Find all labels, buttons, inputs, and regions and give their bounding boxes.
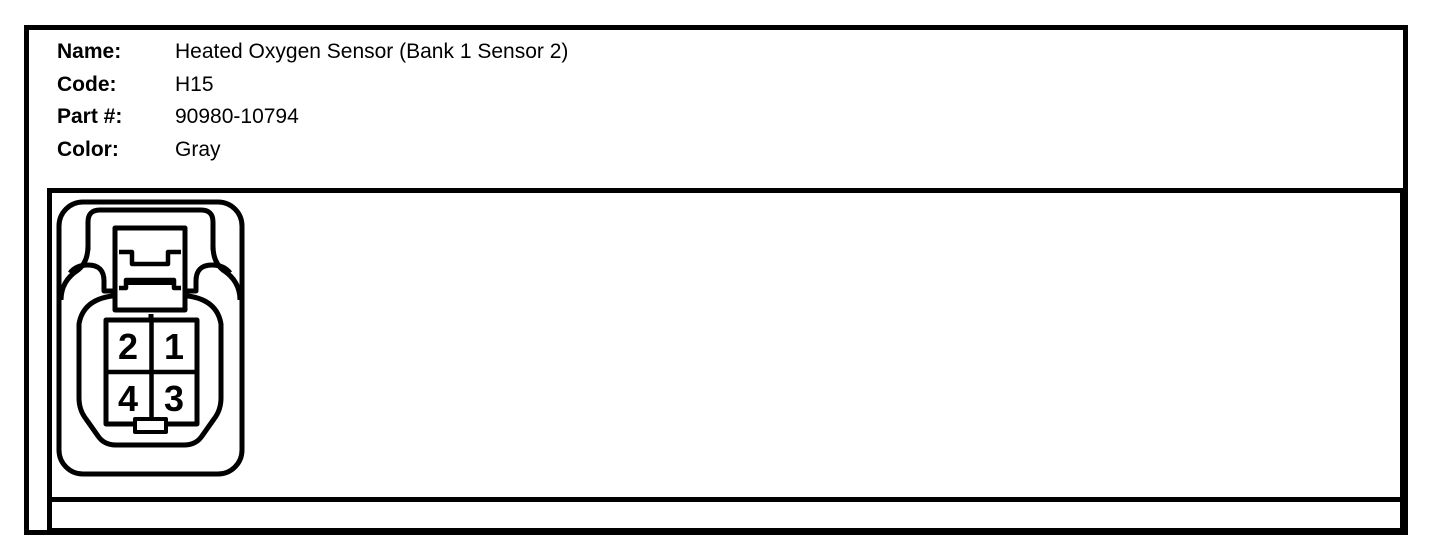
pin-3-label: 3: [164, 378, 184, 419]
name-value: Heated Oxygen Sensor (Bank 1 Sensor 2): [175, 40, 569, 63]
inner-shell-outline: [76, 293, 224, 448]
left-flare-outline: [58, 245, 91, 301]
latch-outline: [112, 225, 188, 313]
field-row-code: Code: H15: [57, 69, 568, 102]
field-row-color: Color: Gray: [57, 134, 568, 167]
latch-upper-notch: [119, 249, 181, 267]
index-tab: [133, 417, 168, 434]
inner-cap-outline: [85, 207, 216, 250]
name-label: Name:: [57, 40, 122, 63]
code-value: H15: [175, 72, 214, 96]
right-flare-outline: [210, 245, 243, 301]
latch-center-bar: [126, 278, 174, 285]
left-shoulder-tower: [68, 262, 117, 294]
empty-row: [52, 502, 1400, 528]
part-number-label: Part #:: [57, 105, 123, 128]
field-row-name: Name: Heated Oxygen Sensor (Bank 1 Senso…: [57, 36, 568, 69]
part-number-value: 90980-10794: [175, 105, 299, 128]
outer-body-outline: [56, 199, 245, 477]
connector-table: [47, 188, 1405, 533]
color-value: Gray: [175, 137, 221, 161]
right-shoulder-tower: [183, 262, 232, 294]
color-label: Color:: [57, 137, 119, 161]
connector-face-diagram: 2 1 4 3: [56, 199, 245, 477]
pin-4-label: 4: [118, 378, 138, 419]
field-row-part-number: Part #: 90980-10794: [57, 101, 568, 134]
connector-row: [52, 193, 1400, 502]
pin-2-label: 2: [118, 326, 138, 367]
pin-grid-dividers: [106, 320, 197, 424]
header-fields: Name: Heated Oxygen Sensor (Bank 1 Senso…: [57, 36, 568, 166]
pin-1-label: 1: [164, 326, 184, 367]
code-label: Code:: [57, 72, 117, 96]
